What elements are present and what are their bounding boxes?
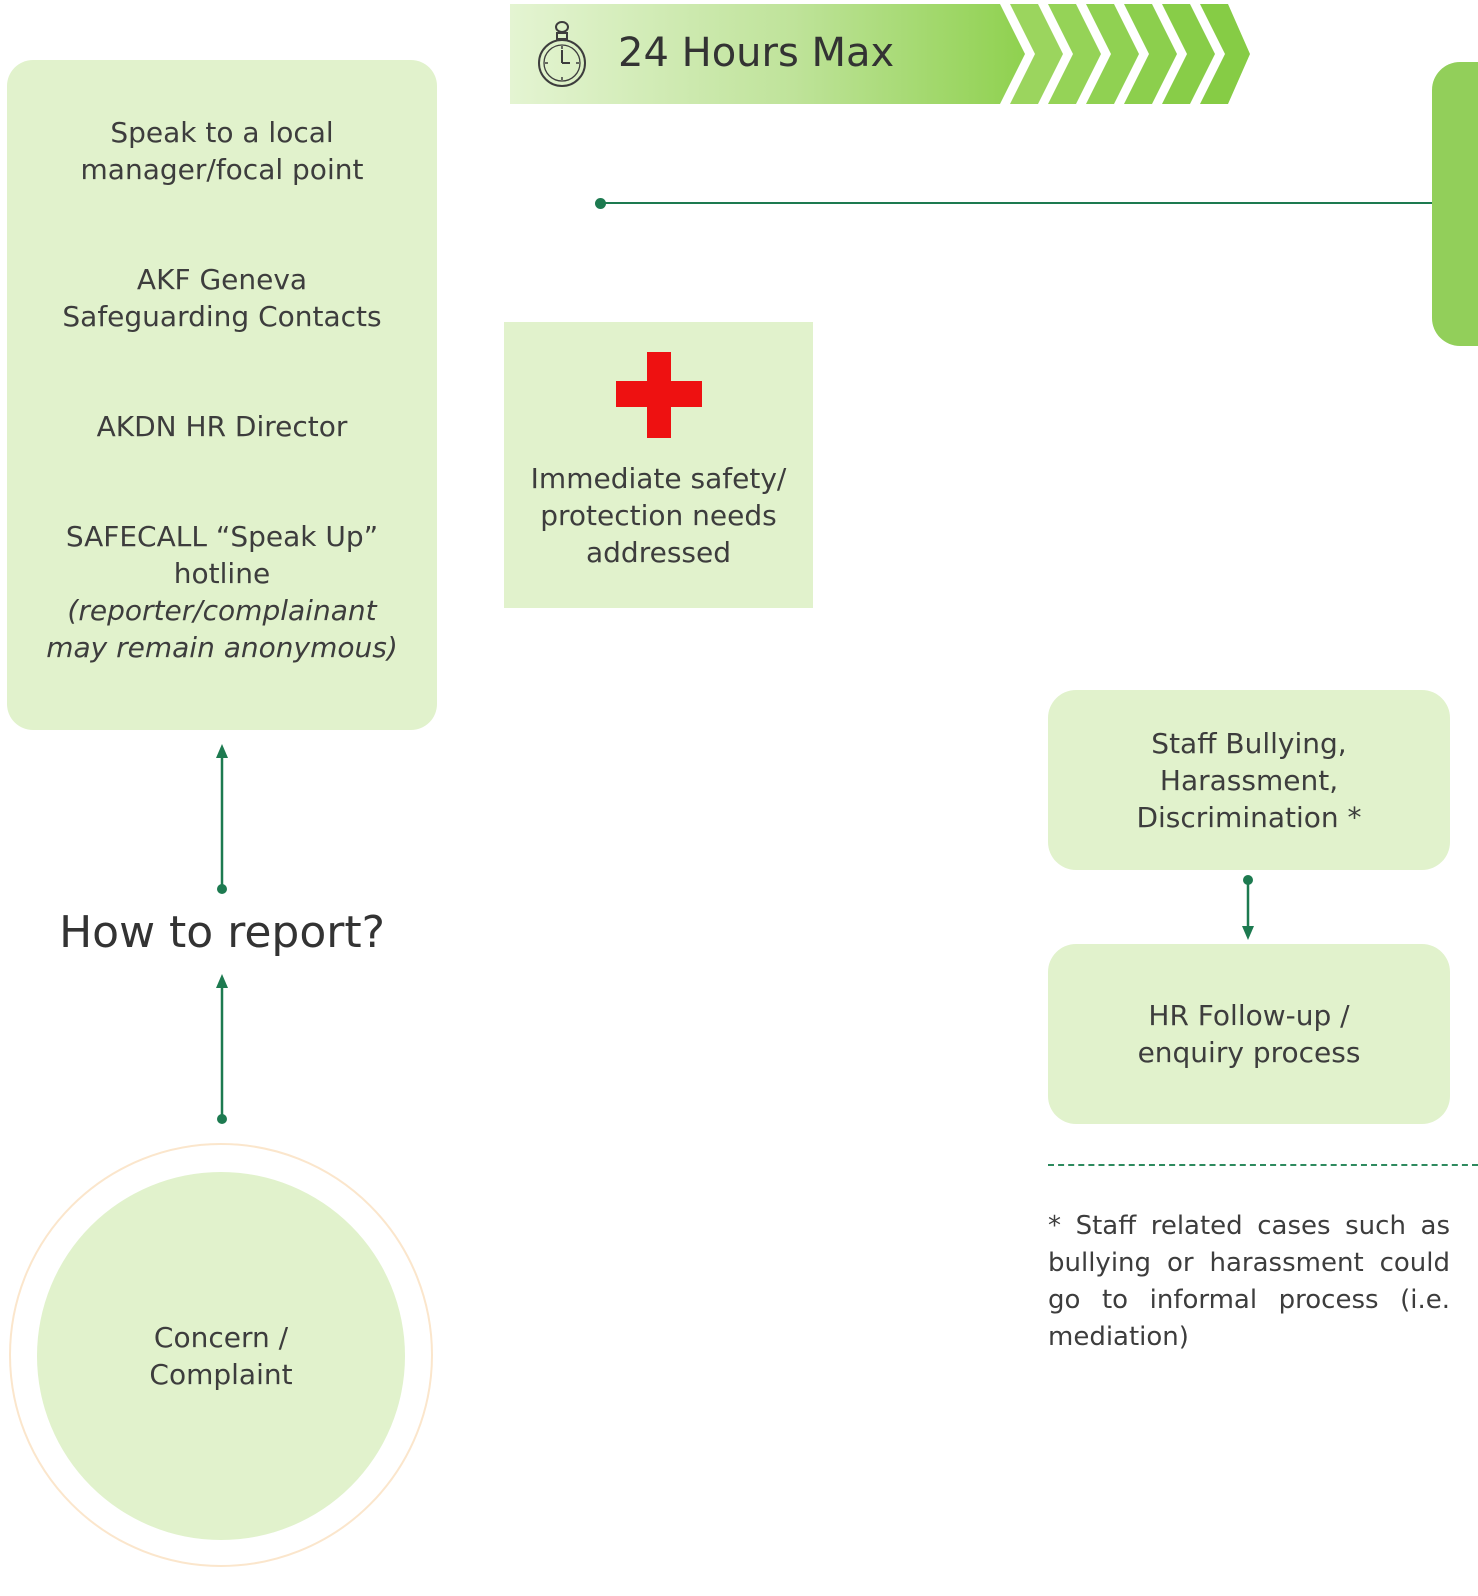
hr-followup-box: HR Follow-up / enquiry process [1048, 944, 1450, 1124]
offscreen-right-box [1432, 62, 1478, 346]
arrow-to-hr-followup [1242, 875, 1254, 940]
how-to-report-label: How to report? [59, 907, 385, 958]
staff-issue-box: Staff Bullying, Harassment, Discriminati… [1048, 690, 1450, 870]
concern-label: Concern / Complaint [149, 1321, 293, 1391]
concern-outer-ring [9, 1143, 433, 1567]
stopwatch-icon [538, 21, 586, 87]
timer-banner-shape [510, 4, 1250, 104]
channel-local-manager: Speak to a local manager/focal point [80, 116, 364, 186]
first-aid-cross-icon [615, 352, 702, 438]
concern-circle: Concern / Complaint [37, 1172, 405, 1540]
arrow-to-channels [216, 744, 228, 894]
report-channels-box: Speak to a local manager/focal point AKF… [7, 60, 437, 730]
footnote-text: * Staff related cases such as bullying o… [1048, 1211, 1450, 1352]
arrow-to-how-to-report [216, 974, 228, 1124]
channel-akdn-hr-director: AKDN HR Director [96, 410, 348, 443]
safety-label: Immediate safety/ protection needs addre… [530, 462, 787, 569]
timer-banner: 24 Hours Max [510, 4, 1250, 104]
channel-safecall-hotline: SAFECALL “Speak Up” hotline [65, 520, 379, 590]
channel-akf-geneva: AKF Geneva Safeguarding Contacts [62, 263, 382, 333]
top-connector-line [600, 202, 1445, 204]
hr-followup-label: HR Follow-up / enquiry process [1137, 999, 1361, 1069]
safety-box: Immediate safety/ protection needs addre… [504, 322, 813, 608]
footnote-divider [1048, 1164, 1478, 1166]
staff-issue-label: Staff Bullying, Harassment, Discriminati… [1136, 726, 1362, 834]
channel-safecall-note: (reporter/complainant may remain anonymo… [46, 594, 398, 664]
timer-banner-label: 24 Hours Max [618, 30, 895, 76]
